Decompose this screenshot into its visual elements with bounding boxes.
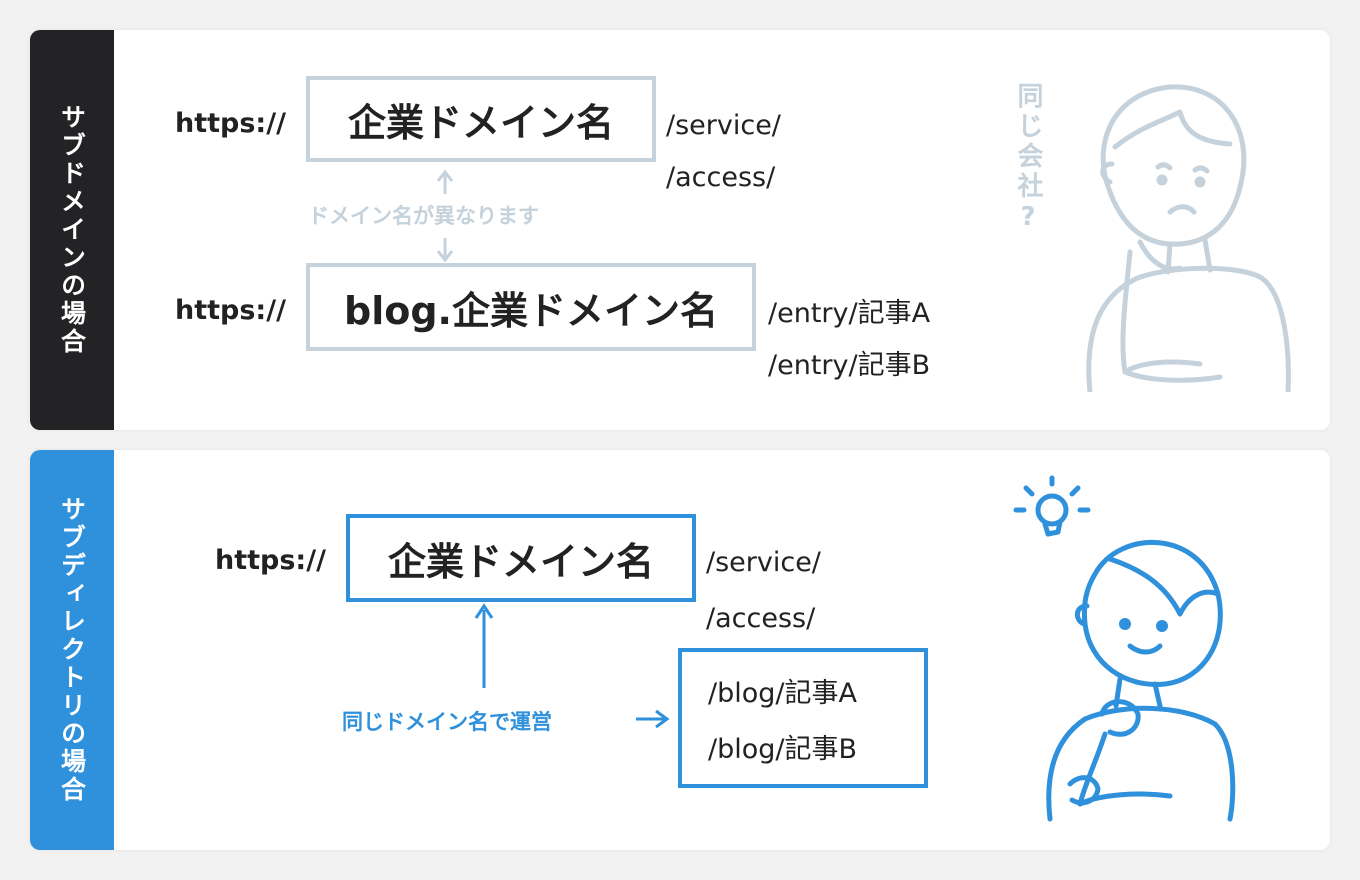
subdirectory-panel: サブディレクトリの場合 https:// 企業ドメイン名 /service/ /… [30, 450, 1330, 850]
subdomain-panel: サブドメインの場合 https:// 企業ドメイン名 /service/ /ac… [30, 30, 1330, 430]
subdirectory-domain-box: 企業ドメイン名 [346, 514, 696, 602]
subdomain-domain-box-2: blog.企業ドメイン名 [306, 263, 756, 351]
subdomain-path-1-2: /access/ [666, 162, 776, 193]
lightbulb-icon [1013, 475, 1091, 537]
subdomain-protocol-2: https:// [175, 295, 286, 326]
subdomain-side-label: サブドメインの場合 [57, 104, 87, 356]
blog-path-2: /blog/記事B [708, 734, 858, 765]
thinking-person-icon [1086, 84, 1291, 392]
subdomain-protocol-1: https:// [175, 108, 286, 139]
right-arrow-blue-icon [636, 709, 670, 729]
subdomain-question: 同じ会社? [1013, 82, 1043, 236]
subdomain-side-band: サブドメインの場合 [30, 30, 114, 430]
subdomain-note: ドメイン名が異なります [308, 204, 539, 228]
subdirectory-side-band: サブディレクトリの場合 [30, 450, 114, 850]
subdirectory-domain: 企業ドメイン名 [387, 539, 654, 584]
subdomain-domain-2: blog.企業ドメイン名 [344, 288, 718, 333]
subdirectory-note: 同じドメイン名で運営 [342, 710, 552, 734]
double-arrow-gray-icon [436, 169, 454, 263]
up-arrow-blue-icon [474, 603, 494, 688]
subdirectory-side-label: サブディレクトリの場合 [57, 496, 87, 804]
subdomain-domain-box-1: 企業ドメイン名 [306, 76, 656, 162]
subdomain-domain-1: 企業ドメイン名 [347, 100, 614, 145]
idea-person-icon [1013, 475, 1236, 822]
subdirectory-path-1: /service/ [706, 547, 821, 578]
subdomain-path-2-2: /entry/記事B [768, 350, 931, 381]
blog-paths-box: /blog/記事A /blog/記事B [678, 648, 928, 788]
subdomain-path-2-1: /entry/記事A [768, 298, 931, 329]
subdirectory-protocol: https:// [215, 545, 326, 576]
subdomain-path-1-1: /service/ [666, 110, 781, 141]
subdirectory-path-2: /access/ [706, 603, 816, 634]
blog-path-1: /blog/記事A [708, 678, 857, 709]
